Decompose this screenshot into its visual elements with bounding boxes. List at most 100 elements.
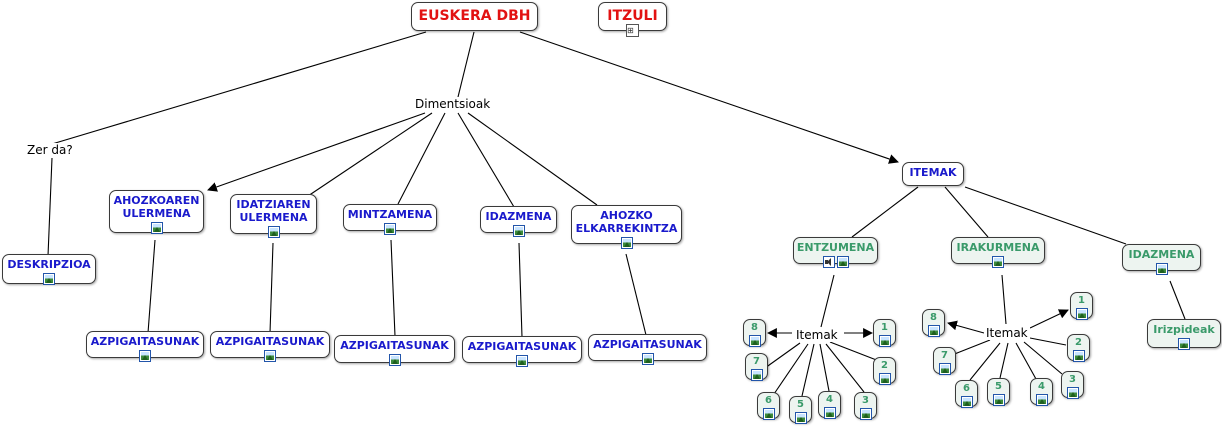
item-left-2[interactable]: 2 xyxy=(873,357,896,385)
image-icon[interactable] xyxy=(1178,338,1190,350)
ahozko-elkarrekintza-node[interactable]: AHOZKO ELKARREKINTZA xyxy=(571,205,682,249)
line-idazmena-irizpideak xyxy=(1169,280,1186,320)
itemak-label: ITEMAK xyxy=(909,166,957,179)
concept-map-icon[interactable]: ⊞ xyxy=(626,24,639,37)
line-entzumena-itemak xyxy=(820,274,835,328)
image-icon[interactable] xyxy=(267,226,280,238)
image-icon[interactable] xyxy=(388,354,401,366)
item-right-6[interactable]: 6 xyxy=(955,380,978,408)
item-right-3[interactable]: 3 xyxy=(1061,371,1084,399)
image-icon[interactable] xyxy=(1035,394,1048,406)
item-left-4[interactable]: 4 xyxy=(818,391,841,419)
irizpideak-node[interactable]: Irizpideak xyxy=(1147,319,1221,350)
line-dim-idatziaren xyxy=(307,112,433,197)
image-icon[interactable] xyxy=(938,363,951,375)
azpigaitasunak-node-3[interactable]: AZPIGAITASUNAK xyxy=(334,335,455,366)
itemak-left-label: Itemak xyxy=(794,328,840,342)
item-left-7[interactable]: 7 xyxy=(745,353,768,381)
image-icon[interactable] xyxy=(512,225,525,237)
image-icon[interactable] xyxy=(620,237,633,249)
image-icon[interactable] xyxy=(823,407,836,419)
azpigaitasunak-node-2[interactable]: AZPIGAITASUNAK xyxy=(210,331,330,362)
entzumena-label: ENTZUMENA xyxy=(796,241,875,254)
line-itemak-irakurmena xyxy=(944,186,989,238)
azpigaitasunak-node-1[interactable]: AZPIGAITASUNAK xyxy=(86,331,204,362)
image-icon[interactable] xyxy=(264,350,276,362)
image-icon[interactable] xyxy=(748,335,761,347)
image-icon[interactable] xyxy=(1072,350,1085,362)
image-icon[interactable] xyxy=(150,222,163,234)
image-icon[interactable] xyxy=(878,335,891,347)
idazmena-green-node[interactable]: IDAZMENA xyxy=(1122,244,1201,275)
line-dim-idazmena xyxy=(457,112,515,208)
image-icon[interactable] xyxy=(960,396,973,408)
line-dim-ahozkoaren xyxy=(207,112,426,192)
image-icon[interactable] xyxy=(384,223,396,235)
azpigaitasunak-label: AZPIGAITASUNAK xyxy=(593,338,702,351)
image-icon[interactable] xyxy=(139,350,151,362)
image-icon[interactable] xyxy=(878,373,891,385)
ahozkoaren-ulermena-node[interactable]: AHOZKOAREN ULERMENA xyxy=(109,190,204,234)
itemak-node[interactable]: ITEMAK xyxy=(902,162,964,186)
idatziaren-label: IDATZIAREN ULERMENA xyxy=(236,198,311,224)
image-icon[interactable] xyxy=(43,273,55,285)
idazmena-label: IDAZMENA xyxy=(485,210,552,223)
euskera-dbh-label: EUSKERA DBH xyxy=(418,8,531,24)
irakurmena-node[interactable]: IRAKURMENA xyxy=(951,237,1045,268)
ahozko-label: AHOZKO ELKARREKINTZA xyxy=(575,209,678,235)
line-dim-ahozko xyxy=(467,112,598,206)
azpigaitasunak-label: AZPIGAITASUNAK xyxy=(215,335,325,348)
image-icon[interactable] xyxy=(1075,308,1088,320)
image-icon[interactable] xyxy=(750,369,763,381)
mintzamena-label: MINTZAMENA xyxy=(347,208,433,221)
image-icon[interactable] xyxy=(927,325,940,337)
image-icon[interactable] xyxy=(836,256,849,268)
image-icon[interactable] xyxy=(992,394,1005,406)
item-right-1[interactable]: 1 xyxy=(1070,292,1093,320)
image-icon[interactable] xyxy=(992,256,1004,268)
azpigaitasunak-label: AZPIGAITASUNAK xyxy=(340,339,449,352)
azpigaitasunak-label: AZPIGAITASUNAK xyxy=(467,340,577,353)
item-right-8[interactable]: 8 xyxy=(922,309,945,337)
image-icon[interactable] xyxy=(794,412,807,424)
idatziaren-ulermena-node[interactable]: IDATZIAREN ULERMENA xyxy=(230,194,317,238)
item-left-1[interactable]: 1 xyxy=(873,319,896,347)
euskera-dbh-node[interactable]: EUSKERA DBH xyxy=(411,2,538,31)
ahozkoaren-label: AHOZKOAREN ULERMENA xyxy=(113,194,200,220)
irizpideak-label: Irizpideak xyxy=(1153,323,1215,336)
line-ahozkoaren-azpi xyxy=(147,239,156,334)
image-icon[interactable] xyxy=(516,355,528,367)
image-icon[interactable] xyxy=(641,353,654,365)
azpigaitasunak-node-5[interactable]: AZPIGAITASUNAK xyxy=(588,334,707,365)
line-irakurmena-itemak xyxy=(1001,274,1007,325)
image-icon[interactable] xyxy=(1155,263,1168,275)
item-right-4[interactable]: 4 xyxy=(1030,378,1053,406)
deskripzioa-label: DESKRIPZIOA xyxy=(7,258,91,271)
item-left-8[interactable]: 8 xyxy=(743,319,766,347)
deskripzioa-node[interactable]: DESKRIPZIOA xyxy=(2,254,96,285)
line-title-dimentsioak xyxy=(457,31,475,98)
line-dim-mintzamena xyxy=(397,112,446,205)
zer-da-label: Zer da? xyxy=(25,143,75,157)
entzumena-node[interactable]: ENTZUMENA xyxy=(793,237,878,268)
sound-icon[interactable] xyxy=(822,256,835,268)
image-icon[interactable] xyxy=(1066,387,1079,399)
item-right-2[interactable]: 2 xyxy=(1067,334,1090,362)
idazmena-node[interactable]: IDAZMENA xyxy=(480,206,557,237)
image-icon[interactable] xyxy=(859,408,872,420)
azpigaitasunak-node-4[interactable]: AZPIGAITASUNAK xyxy=(462,336,582,367)
line-itemak-idazmena xyxy=(964,186,1127,245)
image-icon[interactable] xyxy=(762,408,775,420)
mintzamena-node[interactable]: MINTZAMENA xyxy=(343,204,437,235)
line-zerda-deskripzioa xyxy=(47,157,53,257)
item-left-6[interactable]: 6 xyxy=(757,392,780,420)
item-right-7[interactable]: 7 xyxy=(933,347,956,375)
line-mintzamena-azpi xyxy=(390,239,396,337)
item-right-5[interactable]: 5 xyxy=(987,378,1010,406)
azpigaitasunak-label: AZPIGAITASUNAK xyxy=(90,335,200,348)
item-left-5[interactable]: 5 xyxy=(789,396,812,424)
item-left-3[interactable]: 3 xyxy=(854,392,877,420)
line-idatziaren-azpi xyxy=(269,242,274,334)
line-title-zerda xyxy=(51,31,427,145)
